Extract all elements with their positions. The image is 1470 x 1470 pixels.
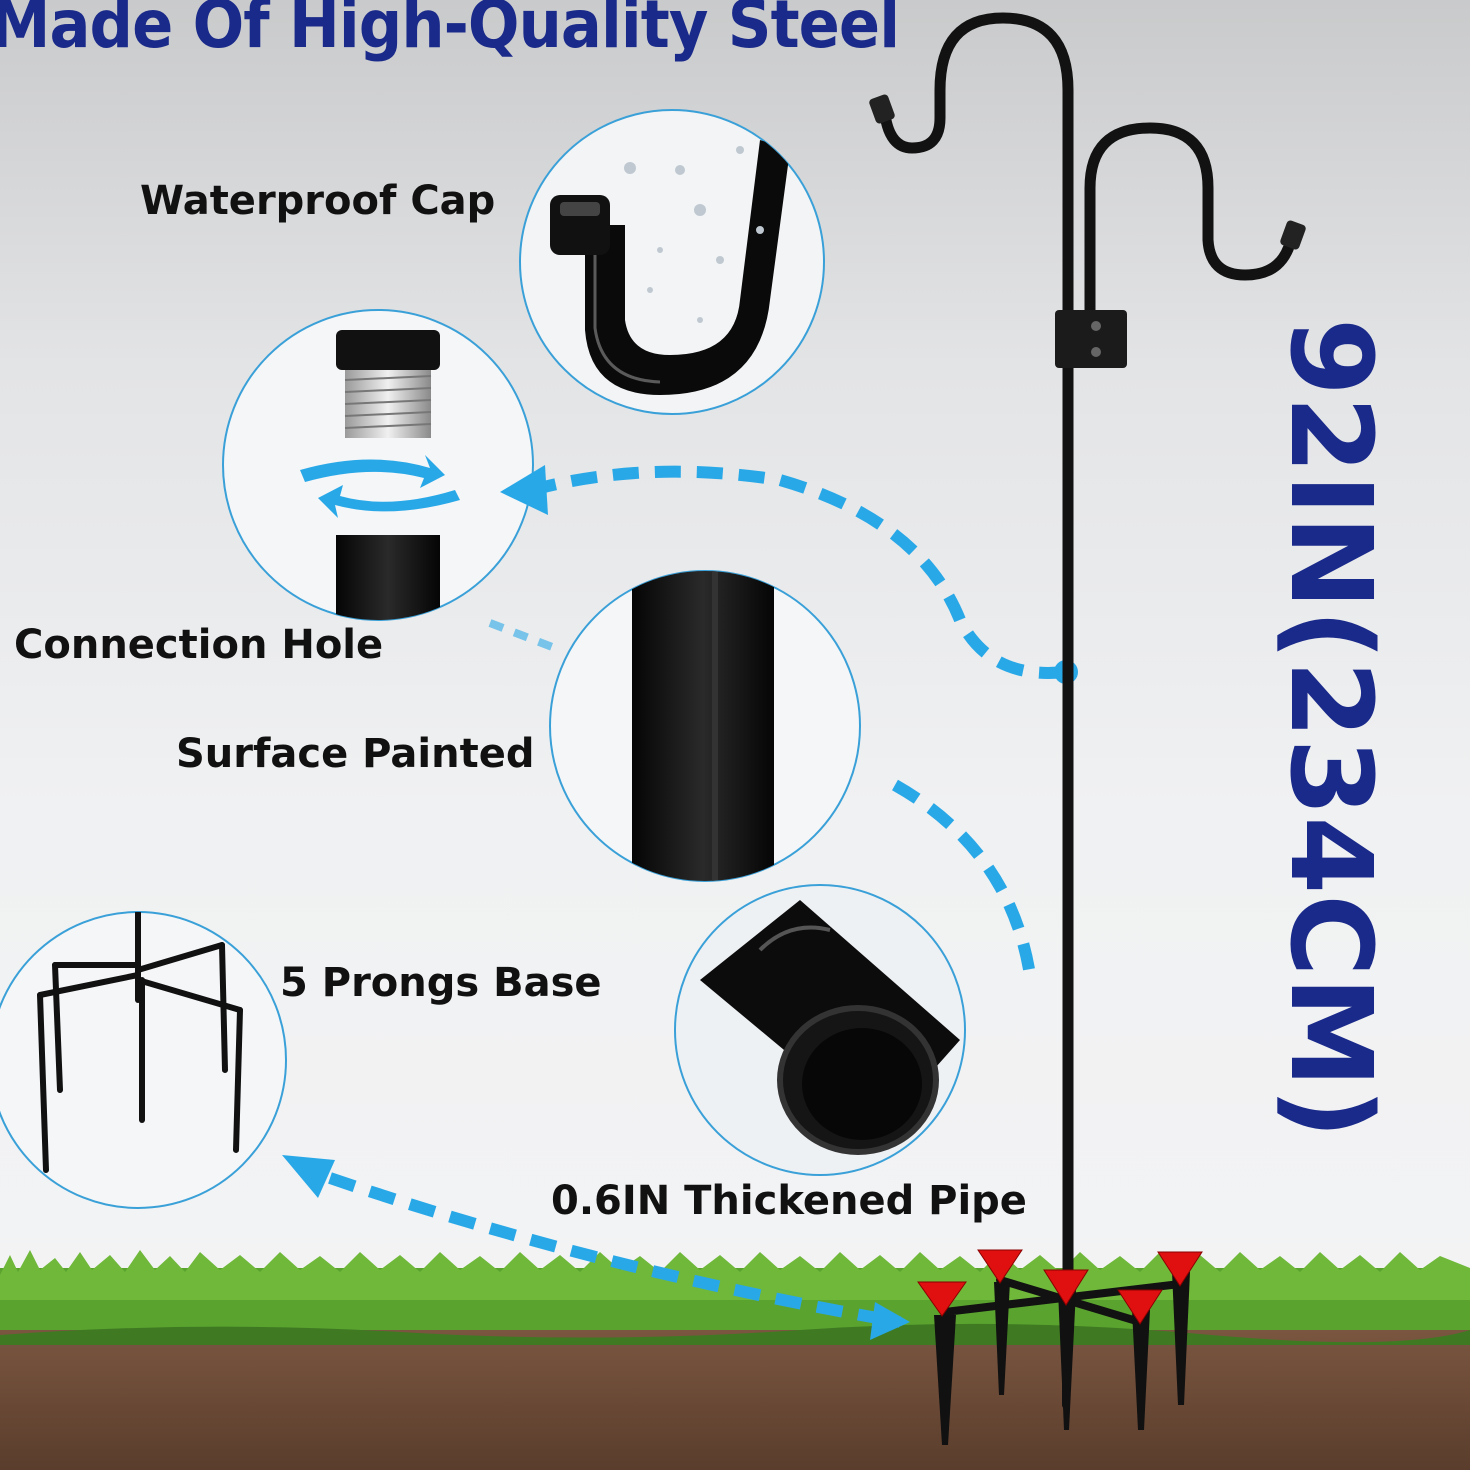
page-title: Made Of High-Quality Steel xyxy=(0,0,900,63)
water-drop-icon xyxy=(624,146,764,323)
ground xyxy=(0,1250,1470,1470)
rotate-arrows-icon xyxy=(300,455,460,518)
height-label: 92IN(234CM) xyxy=(1265,318,1395,1140)
thickened-pipe-circle xyxy=(674,884,966,1176)
surface-painted-label: Surface Painted xyxy=(176,731,535,777)
prong-base xyxy=(917,1249,1203,1445)
dashed-arrow-icon xyxy=(328,465,1066,1328)
connection-hole-label: Connection Hole xyxy=(14,622,384,668)
prongs-base-circle xyxy=(0,911,287,1209)
shepherd-hook xyxy=(879,12,1298,1296)
height-label-container: 92IN(234CM) xyxy=(1195,318,1395,1139)
waterproof-cap-label: Waterproof Cap xyxy=(140,178,496,224)
waterproof-cap-circle xyxy=(519,109,825,415)
surface-painted-circle xyxy=(549,570,861,882)
prongs-base-label: 5 Prongs Base xyxy=(280,960,602,1006)
thickened-pipe-label: 0.6IN Thickened Pipe xyxy=(551,1178,1027,1224)
connection-hole-circle xyxy=(222,309,534,621)
